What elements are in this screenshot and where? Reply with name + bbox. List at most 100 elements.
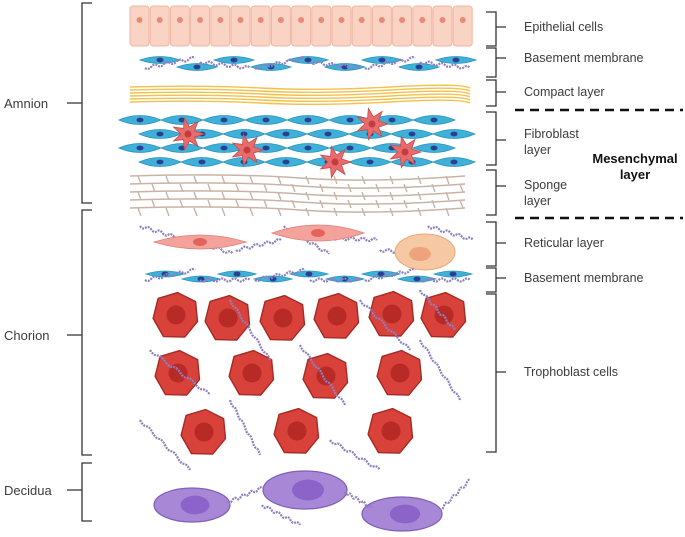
compact-layer bbox=[129, 84, 471, 105]
decidual-cell-nucleus bbox=[389, 504, 421, 524]
trophoblast-cell-nucleus bbox=[166, 305, 186, 325]
epithelial-cell bbox=[210, 5, 231, 47]
sponge-crosslink bbox=[333, 191, 338, 201]
bracket-fibroblast bbox=[486, 111, 506, 166]
sponge-crosslink bbox=[445, 207, 450, 217]
trophoblast-cell-nucleus bbox=[218, 308, 238, 328]
fibroblast-cell-nucleus bbox=[346, 145, 354, 151]
sponge-crosslink bbox=[361, 175, 366, 185]
label-fibroblast-line2: layer bbox=[524, 143, 552, 157]
epithelial-nucleus bbox=[156, 17, 163, 23]
basement-cell-nucleus bbox=[413, 276, 421, 282]
label-basement-membrane-chorion: Basement membrane bbox=[524, 271, 644, 285]
sponge-crosslink bbox=[263, 199, 268, 209]
epithelial-nucleus bbox=[358, 17, 365, 23]
collagen-fiber bbox=[309, 277, 361, 283]
label-mesenchymal-line2: layer bbox=[619, 167, 651, 182]
compact-fiber bbox=[129, 99, 471, 105]
epithelial-cells-layer bbox=[129, 5, 473, 47]
sponge-crosslink bbox=[277, 175, 282, 185]
fibroblast-cell-nucleus bbox=[324, 131, 332, 137]
trophoblast-cell-nucleus bbox=[273, 308, 293, 328]
sponge-crosslink bbox=[347, 199, 352, 209]
sponge-crosslink bbox=[361, 207, 366, 217]
sponge-crosslink bbox=[319, 199, 324, 209]
sponge-crosslink bbox=[249, 175, 254, 185]
sponge-crosslink bbox=[165, 207, 170, 217]
sponge-crosslink bbox=[389, 175, 394, 185]
bracket-sponge bbox=[486, 169, 506, 216]
sponge-crosslink bbox=[445, 191, 450, 201]
sponge-line bbox=[129, 182, 466, 189]
epithelial-cell bbox=[190, 5, 211, 47]
trophoblast-cell-nucleus bbox=[381, 421, 401, 441]
basement-cell-nucleus bbox=[193, 64, 201, 70]
epithelial-cell bbox=[392, 5, 413, 47]
fibroblast-cell-nucleus bbox=[262, 145, 270, 151]
sponge-crosslink bbox=[361, 191, 366, 201]
epithelial-cell bbox=[250, 5, 271, 47]
fibroblast-cell-nucleus bbox=[346, 117, 354, 123]
fibroblast-cell-nucleus bbox=[220, 117, 228, 123]
label-trophoblast-cells: Trophoblast cells bbox=[524, 365, 619, 379]
sponge-line bbox=[129, 190, 466, 197]
sponge-crosslink bbox=[417, 191, 422, 201]
basement-cell-nucleus bbox=[452, 57, 460, 63]
decidual-fiber bbox=[343, 491, 374, 509]
sponge-crosslink bbox=[305, 175, 310, 185]
fibroblast-layer bbox=[117, 107, 477, 179]
label-chorion: Chorion bbox=[4, 328, 50, 343]
basement-cell-nucleus bbox=[378, 57, 386, 63]
collagen-fiber bbox=[309, 60, 361, 70]
sponge-crosslink bbox=[389, 191, 394, 201]
sponge-crosslink bbox=[347, 183, 352, 193]
label-basement-membrane-amnion: Basement membrane bbox=[524, 51, 644, 65]
sponge-crosslink bbox=[417, 207, 422, 217]
epithelial-nucleus bbox=[277, 17, 284, 23]
fibroblast-cell-nucleus bbox=[282, 131, 290, 137]
reticular-cell-nucleus bbox=[193, 238, 207, 246]
basement-cell-nucleus bbox=[449, 271, 457, 277]
collagen-fiber bbox=[419, 277, 471, 283]
epithelial-nucleus bbox=[257, 17, 264, 23]
trophoblast-cell-nucleus bbox=[287, 421, 307, 441]
label-decidua: Decidua bbox=[4, 483, 52, 498]
sponge-crosslink bbox=[445, 175, 450, 185]
epithelial-cell bbox=[149, 5, 170, 47]
trophoblast-fiber bbox=[418, 289, 457, 331]
decidua-bracket bbox=[67, 462, 92, 522]
sponge-crosslink bbox=[263, 183, 268, 193]
collagen-fiber bbox=[364, 267, 416, 283]
dashed-separators bbox=[515, 108, 683, 220]
epithelial-nucleus bbox=[298, 17, 305, 23]
sponge-crosslink bbox=[249, 191, 254, 201]
sponge-crosslink bbox=[417, 175, 422, 185]
epithelial-cell bbox=[270, 5, 291, 47]
sponge-crosslink bbox=[319, 183, 324, 193]
trophoblast-fiber bbox=[149, 349, 211, 396]
label-reticular-layer: Reticular layer bbox=[524, 236, 604, 250]
trophoblast-fiber bbox=[139, 419, 191, 471]
fibroblast-cell-nucleus bbox=[198, 159, 206, 165]
trophoblast-fiber bbox=[418, 339, 462, 401]
fibroblast-cell-nucleus bbox=[450, 131, 458, 137]
star-fibroblast-nucleus bbox=[184, 130, 192, 138]
trophoblast-fiber bbox=[298, 344, 347, 406]
basement-cell-nucleus bbox=[415, 64, 423, 70]
epithelial-cell bbox=[351, 5, 372, 47]
fibroblast-cell-nucleus bbox=[408, 131, 416, 137]
epithelial-cell bbox=[311, 5, 332, 47]
compact-fiber bbox=[129, 84, 471, 90]
basement-cell-nucleus bbox=[156, 57, 164, 63]
label-mesenchymal-line1: Mesenchymal bbox=[592, 151, 678, 166]
trophoblast-cell-nucleus bbox=[327, 306, 347, 326]
sponge-crosslink bbox=[277, 191, 282, 201]
sponge-line bbox=[129, 174, 466, 181]
trophoblast-cell-nucleus bbox=[382, 304, 402, 324]
star-fibroblast-nucleus bbox=[243, 146, 251, 154]
decidual-fiber bbox=[227, 486, 263, 504]
fibroblast-cell-nucleus bbox=[282, 159, 290, 165]
sponge-crosslink bbox=[389, 207, 394, 217]
epithelial-nucleus bbox=[237, 17, 244, 23]
